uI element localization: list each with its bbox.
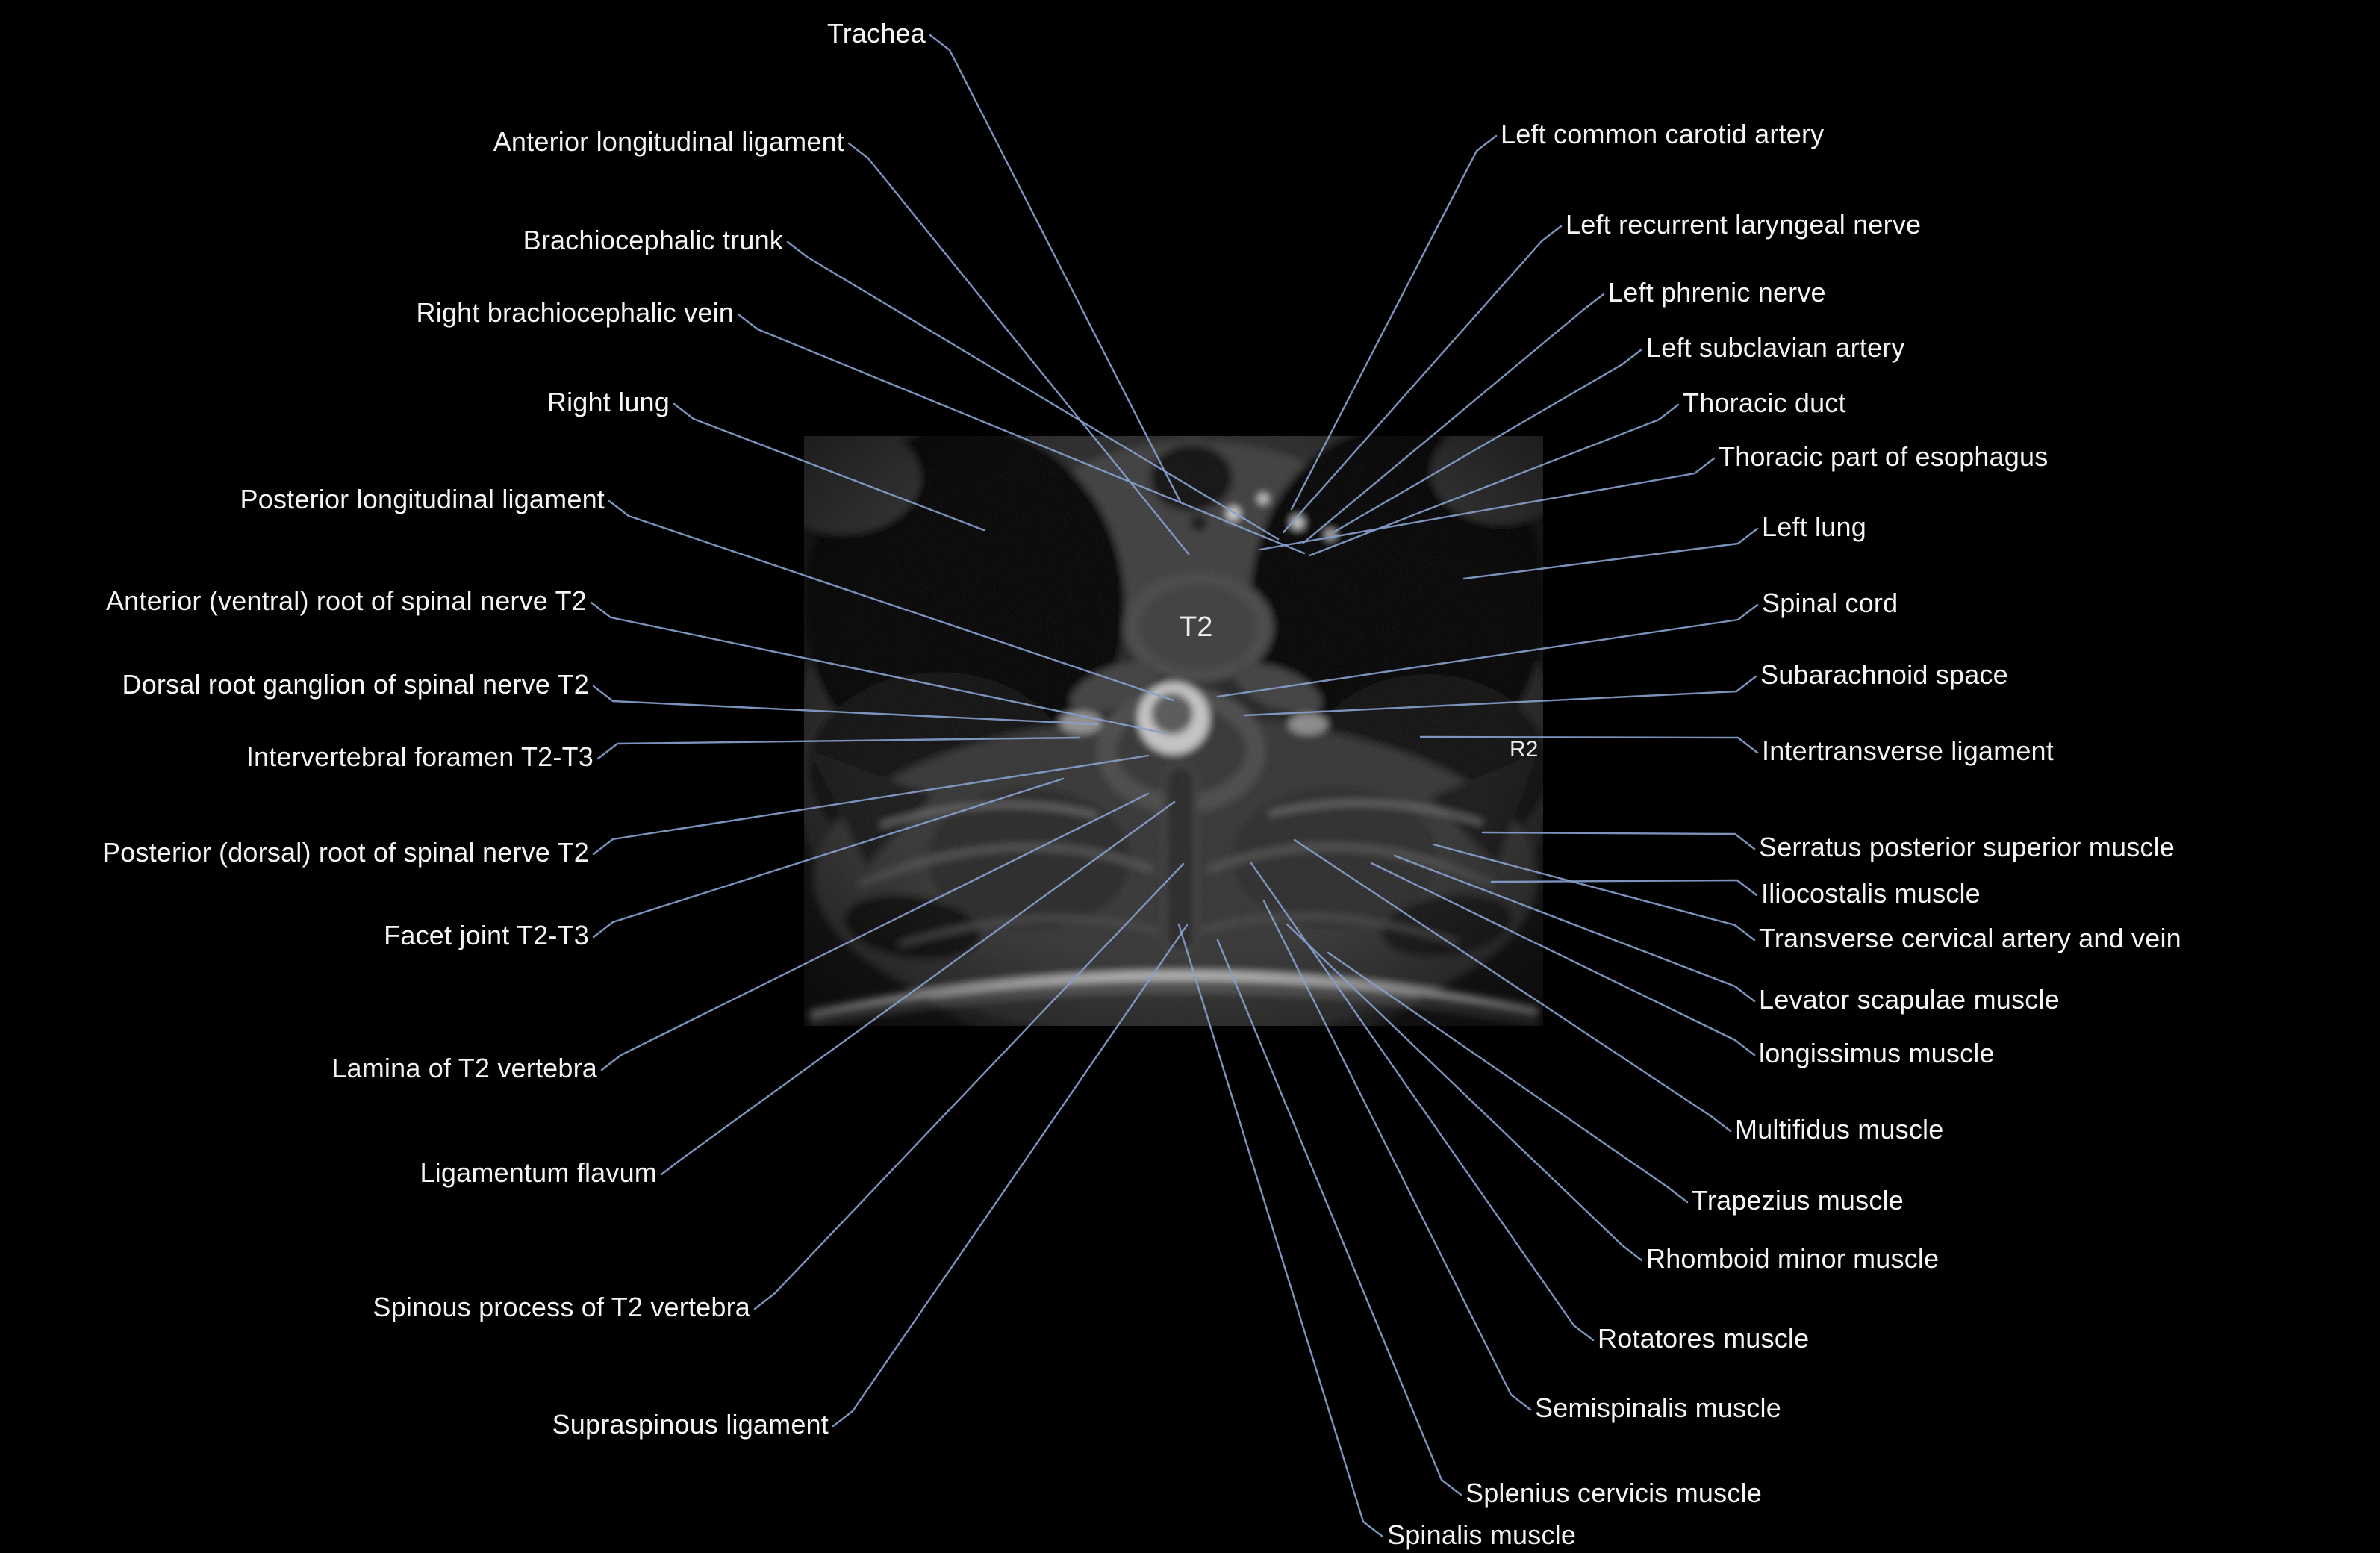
leader-line-trachea: [929, 34, 1182, 503]
leader-line-spinous-process-t2: [753, 862, 1185, 1310]
leader-line-serratus-posterior-superior: [1481, 831, 1756, 850]
leader-line-right-brachiocephalic-vein: [737, 313, 1306, 555]
leader-line-left-subclavian-artery: [1332, 348, 1643, 534]
leader-line-left-phrenic-nerve: [1302, 293, 1605, 544]
leader-line-multifidus: [1293, 838, 1732, 1133]
leader-line-splenius-cervicis: [1216, 939, 1462, 1496]
leader-line-posterior-root-t2: [592, 754, 1150, 856]
leader-line-posterior-longitudinal-ligament: [608, 499, 1175, 702]
leader-line-brachiocephalic-trunk: [786, 240, 1280, 541]
leader-line-lamina-t2: [600, 792, 1150, 1071]
leader-line-semispinalis: [1262, 900, 1532, 1411]
leader-line-transverse-cervical-artery-vein: [1432, 843, 1756, 942]
r2-rib-marker: R2: [1510, 737, 1538, 762]
leader-line-supraspinous-ligament: [832, 924, 1189, 1428]
leader-line-thoracic-esophagus: [1259, 457, 1716, 551]
leader-line-facet-joint-t2-t3: [592, 777, 1065, 939]
leader-line-anterior-root-t2: [590, 601, 1166, 735]
leader-line-trapezius: [1327, 951, 1689, 1204]
t2-level-marker: T2: [1180, 611, 1212, 643]
leader-line-dorsal-root-ganglion-t2: [592, 685, 1099, 726]
leader-line-left-lung: [1462, 527, 1759, 580]
leader-line-ligamentum-flavum: [660, 800, 1176, 1176]
leader-line-intervertebral-foramen-t2-t3: [596, 736, 1080, 760]
leader-line-thoracic-duct: [1308, 403, 1680, 557]
leader-line-longissimus: [1370, 862, 1756, 1056]
leader-line-spinal-cord: [1216, 603, 1759, 698]
leader-line-subarachnoid-space: [1244, 675, 1757, 717]
mri-image: T2 R2: [804, 436, 1543, 1026]
leader-line-rhomboid-minor: [1286, 923, 1643, 1262]
leader-line-levator-scapulae: [1393, 854, 1756, 1003]
leader-line-rotatores: [1250, 862, 1595, 1342]
leader-line-spinalis: [1177, 923, 1384, 1538]
leader-line-left-common-carotid-artery: [1290, 134, 1498, 511]
leader-lines: [590, 34, 1759, 1538]
leader-line-intertransverse-ligament: [1419, 735, 1759, 754]
leader-line-right-lung: [673, 402, 985, 532]
leader-line-left-recurrent-laryngeal-nerve: [1282, 225, 1563, 534]
